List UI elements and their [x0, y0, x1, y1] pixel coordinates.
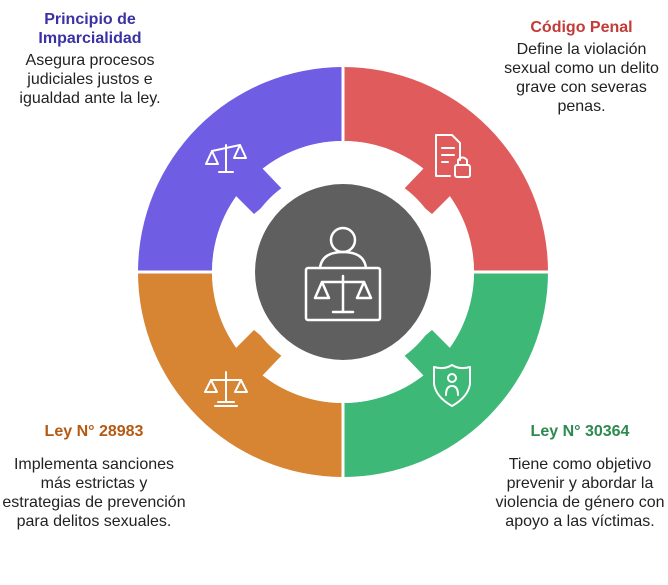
- locked-document-icon: [435, 134, 471, 178]
- ley-30364-title: Ley N° 30364: [530, 423, 630, 440]
- segment-imparcialidad: [138, 67, 343, 272]
- segment-ley-28983: [138, 272, 343, 477]
- ley-28983-label: Ley N° 28983 Implementa sanciones más es…: [0, 422, 188, 531]
- ley-28983-description: Implementa sanciones más estrictas y est…: [2, 456, 186, 530]
- shield-person-icon: [433, 364, 471, 407]
- segment-ley-30364: [343, 272, 548, 477]
- ley-28983-title: Ley N° 28983: [44, 423, 144, 440]
- imparcialidad-label: Principio de Imparcialidad Asegura proce…: [0, 10, 180, 108]
- imparcialidad-description: Asegura procesos judiciales justos e igu…: [19, 52, 161, 107]
- justice-scale-icon: [204, 371, 248, 407]
- codigo-penal-description: Define la violación sexual como un delit…: [504, 41, 659, 115]
- imparcialidad-title: Principio de Imparcialidad: [38, 11, 142, 47]
- judge-at-bench-icon: [304, 226, 382, 322]
- codigo-penal-title: Código Penal: [530, 19, 633, 36]
- center-circle: [255, 184, 431, 360]
- ley-30364-description: Tiene como objetivo prevenir y abordar l…: [495, 456, 665, 530]
- codigo-penal-label: Código Penal Define la violación sexual …: [495, 18, 668, 116]
- segment-codigo-penal: [343, 67, 548, 272]
- ley-30364-label: Ley N° 30364 Tiene como objetivo preveni…: [492, 422, 668, 531]
- scales-icon: [205, 144, 247, 173]
